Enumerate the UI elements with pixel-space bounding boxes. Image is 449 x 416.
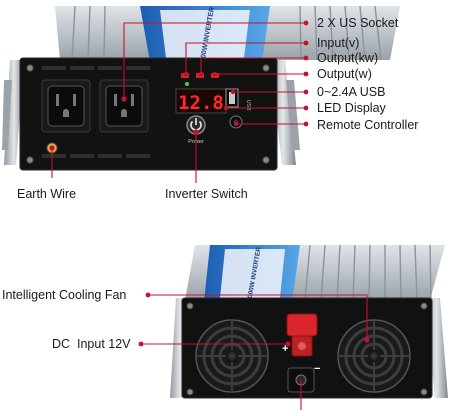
top-brand-band: 1000W INVERTER — [140, 6, 270, 66]
label-us-socket: 2 X US Socket — [317, 16, 399, 30]
label-led-display: LED Display — [317, 101, 386, 115]
us-socket-right — [99, 79, 149, 133]
us-socket-left — [41, 79, 91, 133]
dc-minus-sign: − — [314, 363, 320, 375]
top-panel-screws — [26, 64, 270, 164]
top-callout-dots — [49, 20, 309, 151]
top-callout-lines — [51, 22, 306, 183]
dc-plus-sign: + — [282, 343, 288, 355]
bottom-inverter: 1000W INVERTER — [170, 244, 448, 399]
label-input-v: Input(v) — [317, 36, 360, 50]
label-usb: 0~2.4A USB — [317, 85, 386, 99]
usb-port — [225, 88, 239, 108]
bottom-callout-dots — [138, 292, 370, 347]
label-output-w: Output(w) — [317, 67, 372, 81]
label-dc-input: DC Input 12V — [52, 337, 131, 351]
top-vent-slots — [42, 66, 150, 158]
label-inverter-switch: Inverter Switch — [165, 187, 248, 201]
dc-terminal-positive — [286, 313, 318, 357]
top-side-fins-left — [2, 60, 24, 165]
cooling-fan-left — [195, 319, 269, 393]
cooling-fan-right — [337, 319, 411, 393]
label-remote-controller: Remote Controller — [317, 118, 419, 132]
bottom-brand-band: 1000W INVERTER — [204, 245, 300, 302]
led-display-value: 12.8 — [178, 92, 224, 114]
bottom-panel-screws — [186, 302, 428, 396]
label-cooling-fan: Intelligent Cooling Fan — [2, 288, 127, 302]
bottom-callout-lines — [141, 294, 368, 410]
usb-side-text: USB — [245, 100, 251, 111]
top-inverter: 1000W INVERTER — [2, 5, 400, 171]
label-earth-wire: Earth Wire — [17, 187, 77, 201]
led-display — [175, 88, 227, 114]
label-output-kw: Output(kw) — [317, 51, 379, 65]
